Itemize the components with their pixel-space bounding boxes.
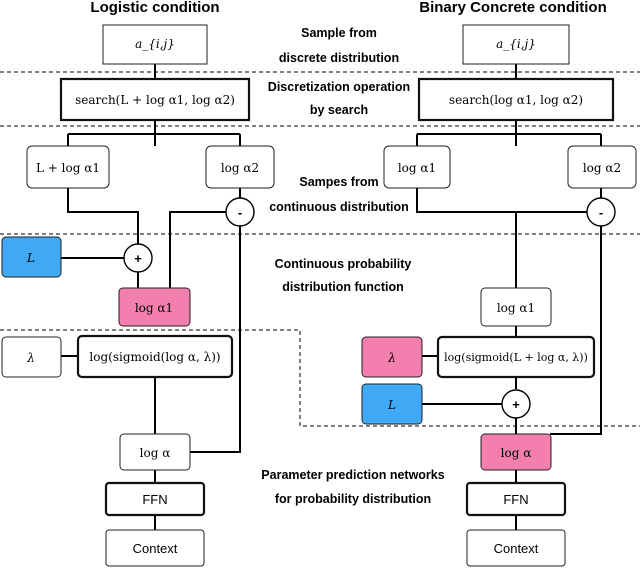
right-log-a-box: log α	[480, 433, 552, 471]
note-pdf-1: Continuous probability	[275, 257, 412, 271]
right-aij-box: a_{i,j}	[462, 24, 570, 65]
right-log-a-label: log α	[501, 446, 532, 460]
right-log-sigmoid-box: log(sigmoid(L + log α, λ))	[436, 335, 596, 379]
left-aij-box: a_{i,j}	[102, 24, 208, 65]
right-L-label: L	[387, 398, 396, 412]
right-search-box: search(log α1, log α2)	[417, 77, 615, 122]
left-log-a-label: log α	[140, 446, 171, 460]
left-wires	[61, 64, 241, 530]
right-log-sigmoid-label: log(sigmoid(L + log α, λ))	[444, 351, 588, 364]
left-lambda-label: λ	[26, 351, 35, 365]
left-minus-node: -	[225, 197, 255, 227]
note-discretization-1: Discretization operation	[268, 80, 410, 94]
left-log-a1-label: log α1	[135, 301, 173, 315]
left-log-a-box: log α	[119, 433, 191, 471]
left-log-a1-box: log α1	[118, 287, 191, 327]
left-log-sigmoid-label: log(sigmoid(log α, λ))	[89, 350, 220, 364]
right-L-box: L	[361, 383, 423, 425]
left-context-box: Context	[105, 529, 205, 567]
left-L-label: L	[26, 251, 35, 265]
left-search-box: search(L + log α1, log α2)	[59, 77, 251, 122]
note-param-networks-2: for probability distribution	[275, 492, 431, 506]
left-ffn-box: FFN	[104, 481, 206, 517]
right-minus-symbol: -	[599, 205, 603, 220]
left-plus-node: +	[123, 243, 153, 273]
left-ffn-label: FFN	[142, 492, 167, 507]
right-log-a1-label: log α1	[497, 301, 535, 315]
left-minus-symbol: -	[238, 205, 242, 220]
right-log-a2-box: log α2	[567, 145, 637, 189]
right-log-a1-top-label: log α1	[398, 161, 436, 175]
right-lambda-box: λ	[361, 336, 423, 378]
left-plus-symbol: +	[134, 251, 142, 266]
right-log-a2-label: log α2	[583, 161, 621, 175]
left-log-a2-box: log α2	[205, 145, 275, 189]
note-sample-discrete-2: discrete distribution	[279, 51, 399, 65]
right-minus-node: -	[586, 197, 616, 227]
separator-pdf	[0, 329, 640, 427]
left-L-box: L	[1, 236, 62, 278]
right-context-box: Context	[466, 529, 566, 567]
right-header: Binary Concrete condition	[419, 0, 607, 16]
right-plus-symbol: +	[512, 397, 520, 412]
left-log-sigmoid-box: log(sigmoid(log α, λ))	[76, 334, 234, 379]
note-samples-continuous-2: continuous distribution	[269, 200, 409, 214]
right-ffn-label: FFN	[503, 492, 528, 507]
left-L-plus-log-a1-label: L + log α1	[36, 161, 100, 175]
right-search-label: search(log α1, log α2)	[449, 93, 583, 107]
left-aij-label: a_{i,j}	[135, 37, 175, 51]
right-log-a1-box: log α1	[480, 287, 552, 327]
note-sample-discrete-1: Sample from	[301, 26, 377, 40]
right-aij-label: a_{i,j}	[496, 37, 536, 51]
left-search-label: search(L + log α1, log α2)	[75, 93, 235, 107]
note-samples-continuous-1: Sampes from	[299, 175, 378, 189]
right-wires	[416, 64, 602, 530]
right-plus-node: +	[501, 389, 531, 419]
left-L-plus-log-a1-box: L + log α1	[26, 145, 110, 189]
note-param-networks-1: Parameter prediction networks	[261, 468, 444, 482]
right-ffn-box: FFN	[465, 481, 567, 517]
right-context-label: Context	[494, 541, 539, 556]
note-discretization-2: by search	[310, 103, 368, 117]
left-log-a2-label: log α2	[221, 161, 259, 175]
left-header: Logistic condition	[90, 0, 219, 16]
right-lambda-label: λ	[387, 351, 396, 365]
right-log-a1-top-box: log α1	[383, 145, 451, 189]
note-pdf-2: distribution function	[282, 280, 404, 294]
left-context-label: Context	[133, 541, 178, 556]
left-lambda-box: λ	[1, 336, 62, 378]
